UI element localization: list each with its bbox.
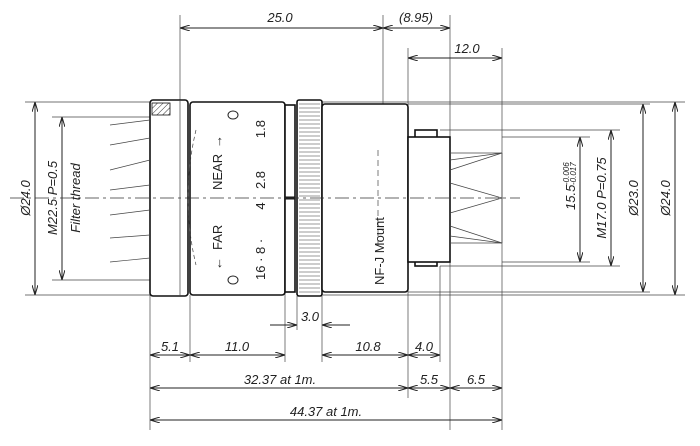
dim-filter-thread: M22.5 P=0.5 <box>45 160 60 235</box>
dim-44-37: 44.37 at 1m. <box>290 404 362 419</box>
dim-right-dia: Ø24.0 <box>658 180 673 217</box>
filter-thread-label: Filter thread <box>68 163 83 233</box>
lens-markings: 1.8 2.8 4 16 · 8 · NEAR → FAR ← NF-J Mou… <box>210 120 387 285</box>
thread-teeth <box>449 152 504 244</box>
lens-body <box>10 99 520 297</box>
far-label: FAR <box>210 225 225 250</box>
dim-6-5: 6.5 <box>467 372 486 387</box>
dim-4: 4.0 <box>415 339 434 354</box>
dim-32-37: 32.37 at 1m. <box>244 372 316 387</box>
dim-11: 11.0 <box>225 339 250 354</box>
dim-left-dia: Ø24.0 <box>18 180 33 217</box>
f-1-8: 1.8 <box>253 120 268 138</box>
dim-10-8: 10.8 <box>355 339 381 354</box>
dim-5-1: 5.1 <box>161 339 179 354</box>
far-arrow: ← <box>210 257 225 270</box>
dim-pilot-tol-upper: -0.006 <box>562 162 571 185</box>
f-sequence: 16 · 8 · <box>253 239 268 280</box>
dimension-lines <box>35 28 675 420</box>
focus-barrel <box>189 101 286 296</box>
dim-pilot: 15.5 <box>563 184 578 210</box>
dim-8-95: (8.95) <box>399 10 433 25</box>
dim-12: 12.0 <box>454 41 480 56</box>
dim-pilot-tol-lower: -0.017 <box>569 162 578 185</box>
dim-mount-thread: M17.0 P=0.75 <box>594 157 609 239</box>
mount-label: NF-J Mount <box>372 217 387 285</box>
dim-25: 25.0 <box>266 10 293 25</box>
near-arrow: → <box>210 135 225 148</box>
thread-hatch-left <box>109 119 151 263</box>
f-4: 4 <box>253 202 268 209</box>
near-label: NEAR <box>210 154 225 190</box>
dim-5-5: 5.5 <box>420 372 439 387</box>
dim-3: 3.0 <box>301 309 320 324</box>
dim-body-dia: Ø23.0 <box>626 180 641 217</box>
f-2-8: 2.8 <box>253 171 268 189</box>
